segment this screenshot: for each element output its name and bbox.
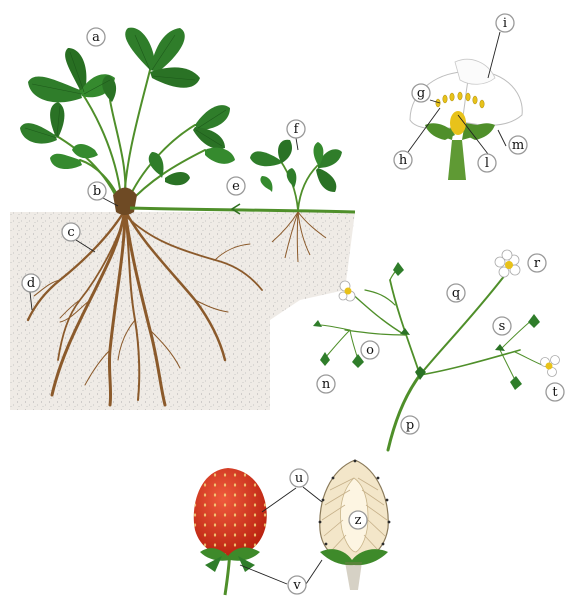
flower-section [410, 59, 522, 180]
label-s: s [493, 317, 511, 335]
svg-text:h: h [399, 153, 408, 168]
svg-text:e: e [232, 179, 240, 194]
svg-text:m: m [512, 138, 524, 153]
label-b: b [88, 182, 106, 200]
label-m: m [509, 136, 527, 154]
svg-text:c: c [67, 225, 74, 240]
svg-text:v: v [292, 578, 301, 593]
svg-text:t: t [552, 385, 558, 400]
svg-text:o: o [366, 343, 374, 358]
svg-text:l: l [485, 156, 489, 171]
label-u: u [290, 469, 308, 487]
svg-text:d: d [27, 276, 35, 291]
svg-text:r: r [534, 256, 541, 271]
label-e: e [227, 177, 245, 195]
label-d: d [22, 274, 40, 292]
label-t: t [546, 383, 564, 401]
svg-text:p: p [406, 418, 414, 433]
label-l: l [478, 154, 496, 172]
svg-text:z: z [355, 513, 362, 528]
label-c: c [62, 223, 80, 241]
svg-text:s: s [499, 319, 506, 334]
label-n: n [317, 375, 335, 393]
label-h: h [394, 151, 412, 169]
label-o: o [361, 341, 379, 359]
label-z: z [349, 511, 367, 529]
label-a: a [87, 28, 105, 46]
soil-section [10, 212, 355, 410]
svg-text:i: i [503, 16, 507, 31]
label-v: v [288, 576, 306, 594]
plant-crown [113, 188, 137, 216]
svg-text:b: b [93, 184, 101, 199]
svg-text:a: a [92, 30, 100, 45]
strawberry-fruit [194, 468, 267, 595]
svg-text:n: n [322, 377, 331, 392]
label-q: q [447, 284, 465, 302]
label-f: f [287, 120, 305, 138]
svg-text:g: g [417, 86, 425, 101]
label-r: r [528, 254, 546, 272]
label-p: p [401, 416, 419, 434]
svg-text:q: q [452, 286, 460, 301]
label-g: g [412, 84, 430, 102]
svg-text:u: u [295, 471, 303, 486]
label-i: i [496, 14, 514, 32]
